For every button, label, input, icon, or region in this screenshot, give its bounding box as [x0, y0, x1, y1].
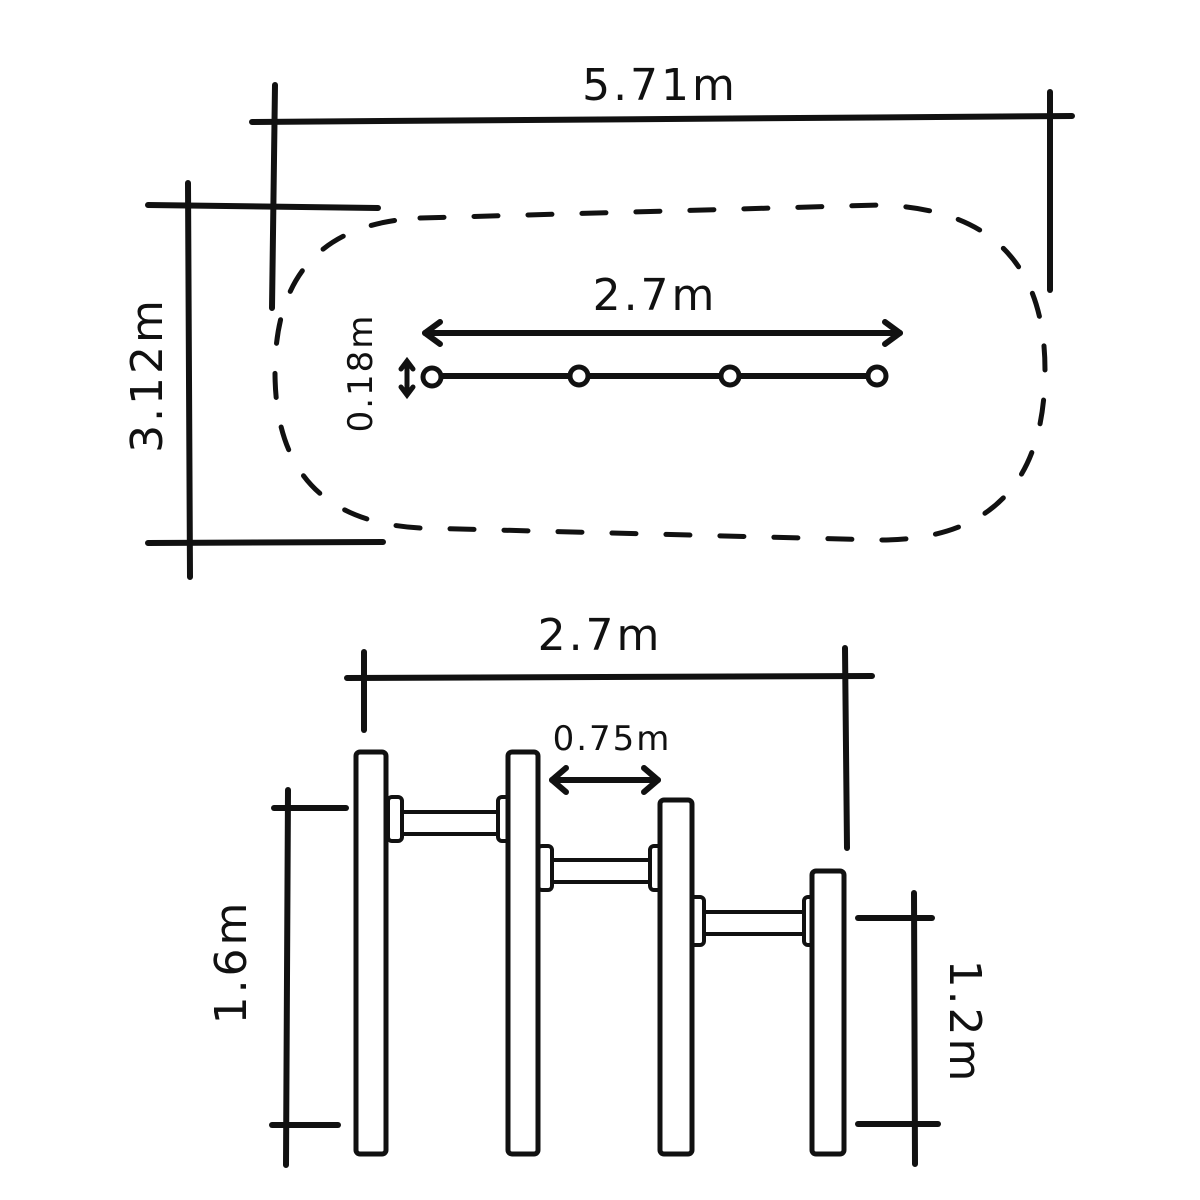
- tallest-height-line: [283, 787, 291, 1168]
- overall-width-bottom-extension: [145, 539, 386, 546]
- crossbars: [386, 795, 820, 947]
- plan-post-3: [718, 364, 742, 388]
- elevation-bar-span-dimension: 2.7m: [344, 610, 875, 851]
- plan-view: 5.71m 3.12m 2.7m: [122, 60, 1075, 580]
- bar-spacing-left-arrowhead: [549, 765, 569, 795]
- overall-length-label: 5.71m: [582, 60, 738, 111]
- crossbar-1: [390, 810, 509, 836]
- plan-post-4: [865, 364, 889, 388]
- overall-width-top-extension: [145, 202, 381, 211]
- overall-width-label: 3.12m: [122, 297, 173, 453]
- tallest-height-label: 1.6m: [206, 900, 257, 1025]
- bar-spacing-right-arrowhead: [641, 765, 661, 795]
- tallest-height-dimension: 1.6m: [206, 787, 349, 1168]
- plan-bar-span-left-arrowhead: [422, 319, 443, 347]
- elevation-post-4: [809, 868, 847, 1157]
- overall-length-line: [249, 113, 1075, 125]
- plan-post-1: [420, 365, 444, 389]
- shortest-height-label: 1.2m: [939, 960, 990, 1085]
- post-diameter-top-arrowhead: [398, 356, 416, 372]
- crossbar-1-left-clamp: [386, 795, 404, 843]
- overall-width-dimension: 3.12m: [122, 180, 386, 580]
- elevation-bar-span-line: [344, 673, 875, 681]
- elevation-bar-span-label: 2.7m: [538, 610, 663, 661]
- elevation-post-1: [353, 749, 389, 1157]
- safety-zone-outline: [272, 202, 1048, 543]
- overall-length-left-extension: [269, 82, 278, 311]
- overall-length-dimension: 5.71m: [249, 60, 1075, 311]
- elevation-posts: [353, 749, 847, 1157]
- elevation-view: 2.7m 0.75m: [206, 610, 990, 1168]
- shortest-height-line: [911, 890, 918, 1167]
- crossbar-3: [693, 910, 812, 936]
- post-diameter-label: 0.18m: [341, 314, 381, 433]
- plan-bar-span-label: 2.7m: [593, 270, 718, 321]
- bar-spacing-label: 0.75m: [553, 719, 672, 759]
- elevation-post-2: [505, 749, 541, 1157]
- plan-posts: [420, 364, 889, 389]
- crossbar-2: [540, 858, 659, 884]
- post-diameter-dimension: 0.18m: [341, 314, 416, 433]
- elevation-bar-span-right-extension: [842, 645, 850, 851]
- post-diameter-bottom-arrowhead: [398, 384, 416, 400]
- overall-width-line: [185, 180, 193, 580]
- plan-bar-span-dimension: 2.7m: [422, 270, 903, 347]
- elevation-post-3: [657, 797, 695, 1157]
- plan-post-2: [567, 364, 591, 388]
- shortest-height-dimension: 1.2m: [855, 890, 990, 1167]
- bar-spacing-dimension: 0.75m: [549, 719, 672, 795]
- plan-bar-span-right-arrowhead: [882, 319, 903, 347]
